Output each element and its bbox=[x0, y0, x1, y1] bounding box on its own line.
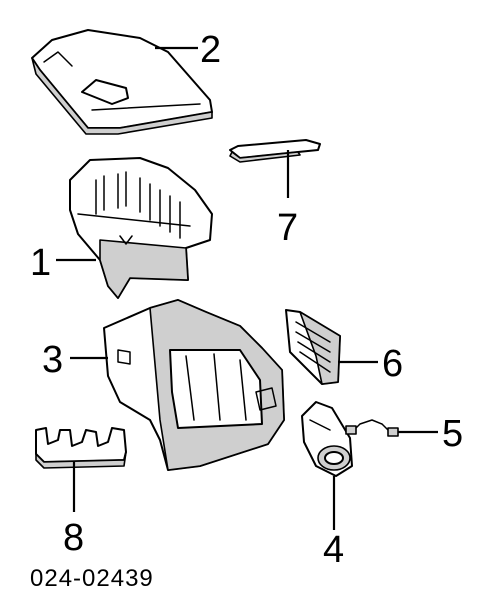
part-1-fuse-block bbox=[69, 157, 213, 299]
callout-8: 8 bbox=[63, 517, 84, 559]
part-3-housing bbox=[103, 299, 285, 471]
callout-2: 2 bbox=[200, 29, 221, 71]
part-7-strip bbox=[229, 139, 321, 163]
part-4-grommet bbox=[301, 401, 353, 477]
part-2-cover bbox=[31, 29, 213, 135]
callout-7: 7 bbox=[277, 207, 298, 249]
callout-4: 4 bbox=[323, 529, 344, 571]
part-5-wire-connector bbox=[345, 419, 399, 437]
diagram-code: 024-02439 bbox=[30, 565, 154, 592]
part-8-comb-clip bbox=[35, 427, 127, 469]
callout-1: 1 bbox=[30, 242, 51, 284]
part-6-vent-bracket bbox=[285, 309, 341, 385]
callout-3: 3 bbox=[42, 339, 63, 381]
callout-6: 6 bbox=[382, 343, 403, 385]
callout-5: 5 bbox=[442, 413, 463, 455]
